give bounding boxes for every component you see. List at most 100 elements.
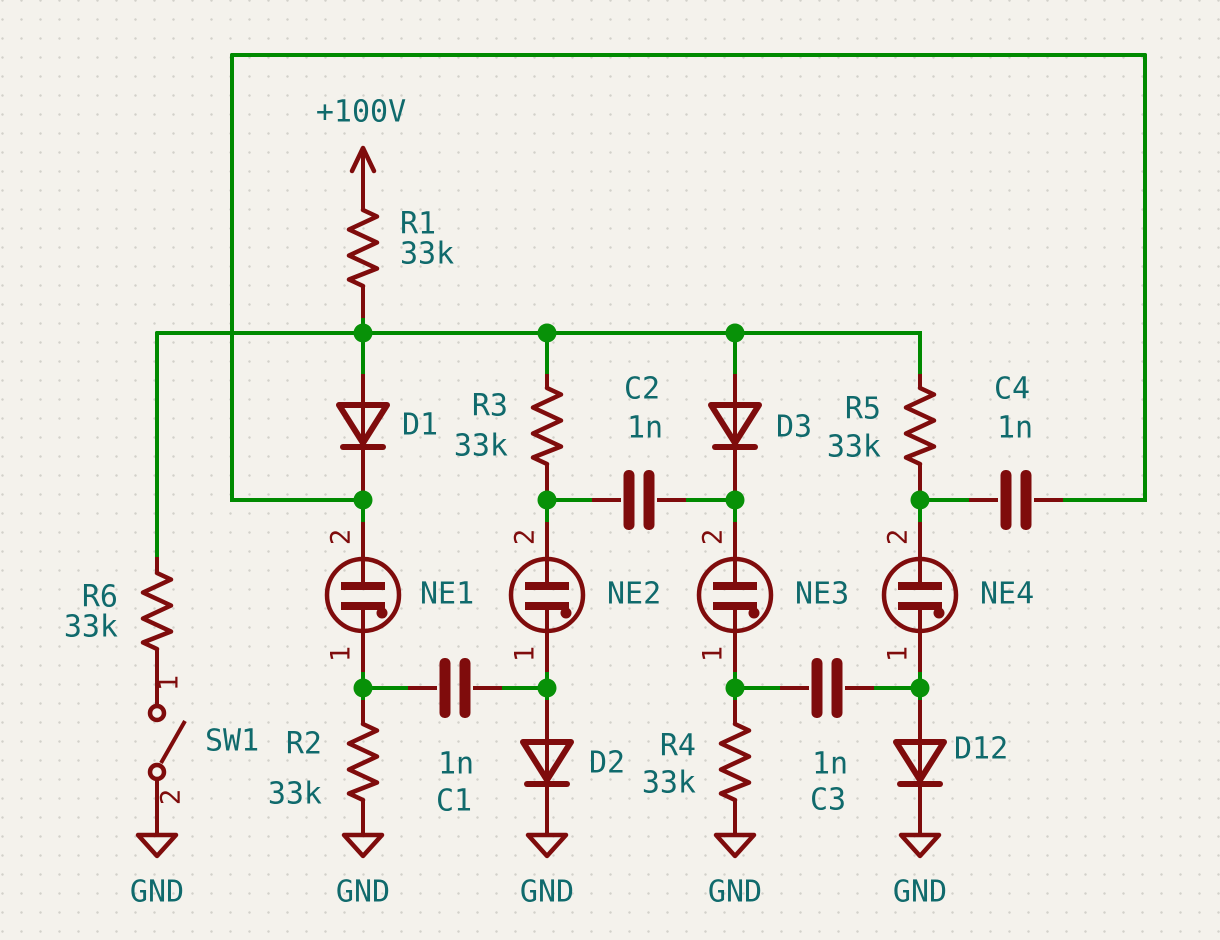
junction-dot — [537, 490, 557, 510]
switch-contact — [147, 703, 167, 723]
gnd-label[interactable]: GND — [130, 875, 184, 910]
wire-mid-rail[interactable] — [155, 331, 922, 376]
resistor-R4[interactable]: R4 33k — [642, 700, 749, 834]
ref-label[interactable]: R3 — [472, 389, 508, 424]
switch-contact — [147, 762, 167, 782]
pin-number-2: 2 — [510, 529, 541, 545]
value-label[interactable]: 33k — [454, 429, 508, 464]
resistor-body — [349, 210, 377, 286]
pin-number-1: 1 — [698, 646, 729, 662]
resistor-body — [349, 724, 377, 800]
resistor-R1[interactable]: R1 33k — [349, 207, 454, 319]
ref-label[interactable]: C4 — [994, 372, 1030, 407]
ref-label[interactable]: D2 — [589, 746, 625, 781]
neon-lamp-NE1[interactable]: 2 1 NE1 — [326, 522, 475, 672]
gnd-label[interactable]: GND — [893, 875, 947, 910]
value-label[interactable]: 33k — [268, 777, 322, 812]
resistor-R5[interactable]: R5 33k — [827, 374, 934, 493]
value-label[interactable]: 33k — [642, 766, 696, 801]
value-label[interactable]: 1n — [812, 747, 848, 782]
neon-lamp-NE2[interactable]: 2 1 NE2 — [510, 522, 662, 672]
pin-number-2: 2 — [698, 529, 729, 545]
ref-label[interactable]: NE1 — [420, 577, 474, 612]
gnd-triangle-icon — [898, 832, 942, 859]
ground-r2[interactable]: GND — [336, 832, 390, 910]
junction-dot — [910, 490, 930, 510]
junction-dot — [353, 323, 373, 343]
power-arrow-icon — [349, 145, 377, 174]
resistor-body — [143, 573, 171, 649]
junction-dots — [353, 323, 930, 698]
neon-lamp-NE3[interactable]: 2 1 NE3 — [698, 522, 850, 672]
junction-dot — [725, 323, 745, 343]
value-label[interactable]: 1n — [997, 411, 1033, 446]
capacitor-C2[interactable]: C2 1n — [592, 372, 686, 531]
diode-triangle — [520, 739, 574, 783]
capacitor-C3[interactable]: 1n C3 — [780, 658, 874, 818]
ref-label[interactable]: D3 — [776, 410, 812, 445]
junction-dot — [537, 323, 557, 343]
gnd-triangle-icon — [341, 832, 385, 859]
switch-SW1[interactable]: 1 2 SW1 — [147, 675, 259, 834]
cap-plate — [1000, 470, 1012, 530]
ground-symbols[interactable]: GND GND GND GND GND — [130, 832, 947, 910]
power-symbol-100v[interactable]: +100V — [316, 95, 406, 211]
capacitor-C1[interactable]: 1n C1 — [408, 658, 502, 819]
wire-right-feedback[interactable] — [1061, 53, 1147, 502]
ref-label[interactable]: D12 — [954, 732, 1008, 767]
value-label[interactable]: 1n — [438, 747, 474, 782]
resistor-body — [533, 388, 561, 464]
ref-label[interactable]: R5 — [845, 392, 881, 427]
resistor-R6[interactable]: R6 33k — [64, 557, 171, 706]
diode-D12[interactable]: D12 — [893, 700, 1008, 834]
value-label[interactable]: 33k — [64, 610, 118, 645]
resistor-R3[interactable]: R3 33k — [454, 374, 561, 493]
ref-label[interactable]: C1 — [436, 784, 472, 819]
ground-d2[interactable]: GND — [520, 832, 574, 910]
ref-label[interactable]: C2 — [624, 372, 660, 407]
diode-D3[interactable]: D3 — [708, 374, 812, 498]
ref-label[interactable]: R1 — [400, 207, 436, 242]
ground-r4[interactable]: GND — [708, 832, 762, 910]
capacitor-C4[interactable]: C4 1n — [969, 372, 1063, 531]
ref-label[interactable]: R6 — [82, 580, 118, 615]
value-label[interactable]: 33k — [827, 430, 881, 465]
gnd-label[interactable]: GND — [336, 875, 390, 910]
ref-label[interactable]: C3 — [810, 783, 846, 818]
value-label[interactable]: 33k — [400, 237, 454, 272]
gnd-triangle-icon — [525, 832, 569, 859]
wire-left-feedback[interactable] — [230, 53, 365, 502]
gnd-triangle-icon — [135, 832, 179, 859]
pin-number-1: 1 — [883, 646, 914, 662]
cap-plate — [623, 470, 635, 530]
junction-dot — [353, 490, 373, 510]
diode-D1[interactable]: D1 — [336, 374, 438, 498]
gnd-label[interactable]: GND — [520, 875, 574, 910]
pin-number-1: 1 — [154, 675, 185, 691]
neon-lamp-NE4[interactable]: 2 1 NE4 — [883, 522, 1035, 672]
switch-blade — [159, 720, 187, 764]
pin-number-2: 2 — [883, 529, 914, 545]
ground-d12[interactable]: GND — [893, 832, 947, 910]
ref-label[interactable]: NE3 — [795, 577, 849, 612]
pin-number-2: 2 — [326, 529, 357, 545]
diode-D2[interactable]: D2 — [520, 700, 625, 834]
ground-sw1[interactable]: GND — [130, 832, 184, 910]
junction-dot — [537, 678, 557, 698]
ref-label[interactable]: R4 — [660, 729, 696, 764]
ref-label[interactable]: D1 — [402, 408, 438, 443]
ref-label[interactable]: NE2 — [607, 577, 661, 612]
diode-triangle — [708, 402, 762, 446]
resistor-body — [721, 724, 749, 800]
ref-label[interactable]: SW1 — [205, 724, 259, 759]
ref-label[interactable]: R2 — [286, 727, 322, 762]
resistor-R2[interactable]: R2 33k — [268, 700, 377, 834]
cap-plate — [643, 470, 655, 530]
junction-dot — [725, 678, 745, 698]
ref-label[interactable]: NE4 — [980, 577, 1034, 612]
value-label[interactable]: 1n — [627, 411, 663, 446]
power-label[interactable]: +100V — [316, 95, 406, 130]
gnd-label[interactable]: GND — [708, 875, 762, 910]
junction-dot — [353, 678, 373, 698]
